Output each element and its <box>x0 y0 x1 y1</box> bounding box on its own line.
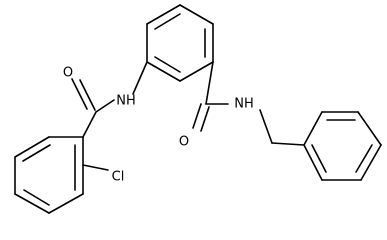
bond <box>205 61 214 105</box>
bond <box>179 4 214 25</box>
bond <box>22 144 51 162</box>
central-benzene-ring <box>146 4 214 82</box>
bond <box>200 106 210 132</box>
bond <box>146 4 181 25</box>
right-amide-linker <box>192 61 305 146</box>
bond <box>79 79 96 111</box>
bond <box>355 144 373 173</box>
bond <box>95 99 115 113</box>
bond <box>303 144 323 181</box>
bond <box>14 136 50 158</box>
bond <box>146 61 181 82</box>
bond <box>154 56 181 73</box>
bond <box>192 103 202 129</box>
benzyl-ring <box>303 111 382 181</box>
bond <box>82 164 109 171</box>
bond <box>132 61 148 95</box>
atom-label-o-right: O <box>179 135 189 150</box>
left-amide-linker <box>71 61 148 138</box>
bond <box>179 61 214 82</box>
chlorophenyl-ring <box>14 136 109 214</box>
atom-label-cl: Cl <box>112 170 125 185</box>
atom-label-nh-right: NH <box>234 97 254 112</box>
bond <box>82 111 97 138</box>
bond <box>23 189 50 206</box>
atom-labels: O NH O NH Cl <box>63 66 254 185</box>
bond <box>14 193 50 214</box>
bond <box>48 193 84 214</box>
bond <box>271 142 305 146</box>
chemical-structure-diagram: O NH O NH Cl <box>14 4 382 214</box>
bond <box>154 13 181 30</box>
bond <box>71 78 88 110</box>
atom-label-nh-left: NH <box>116 94 136 109</box>
bond <box>360 144 382 181</box>
bond <box>303 111 323 146</box>
bond <box>311 144 327 173</box>
bond <box>357 111 382 146</box>
bond <box>259 109 273 144</box>
atom-label-o-left: O <box>63 66 73 81</box>
